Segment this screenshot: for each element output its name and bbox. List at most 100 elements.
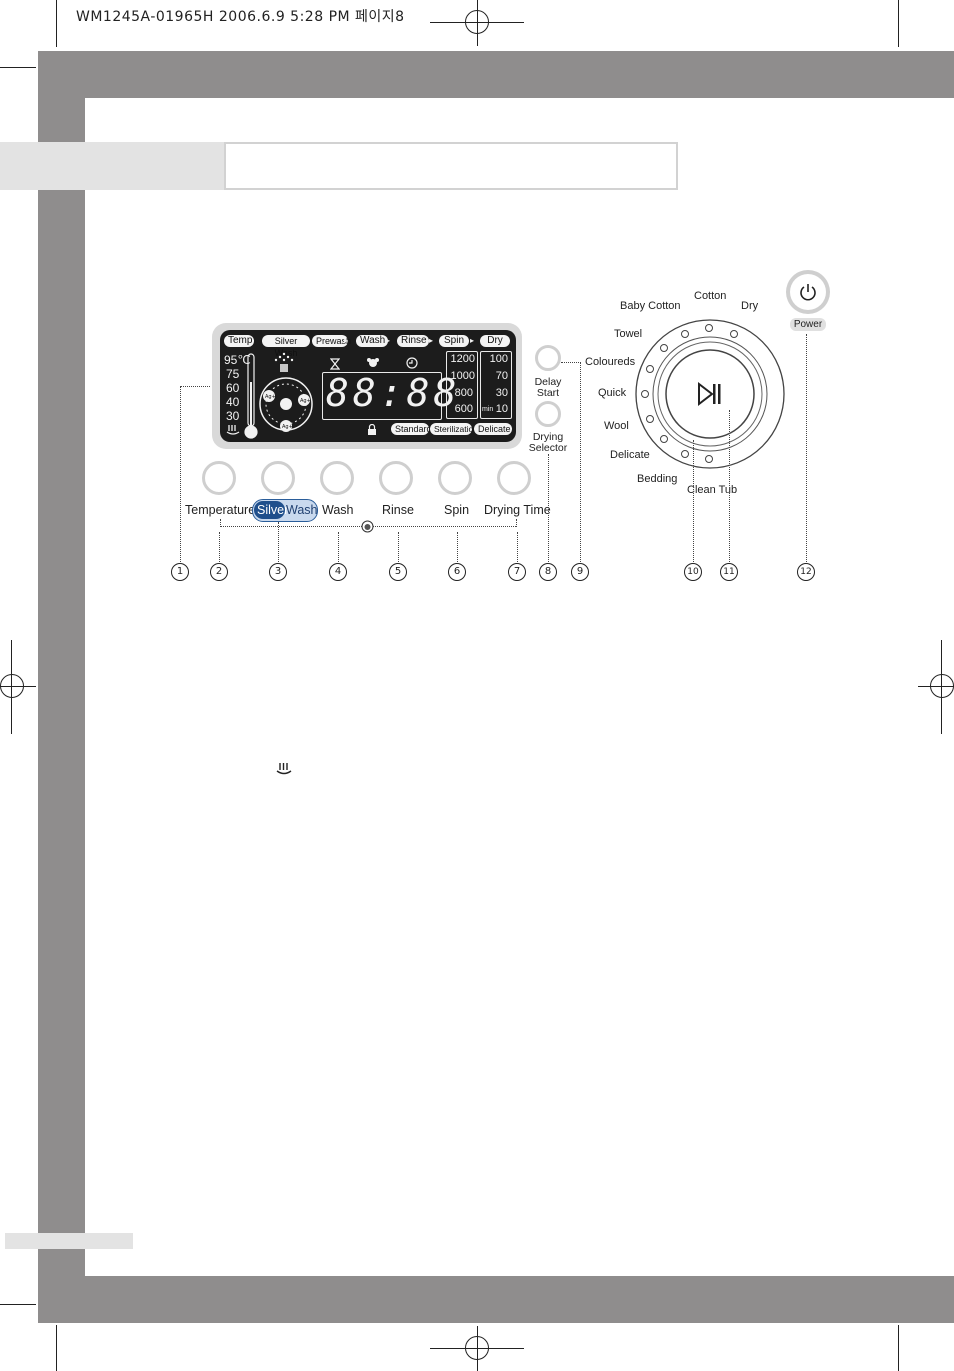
temp-30: 30 [226, 409, 240, 423]
spin-button[interactable] [438, 461, 472, 495]
wash-button[interactable] [320, 461, 354, 495]
program-baby-cotton: Baby Cotton [620, 300, 681, 312]
spin-speed-box [446, 351, 478, 419]
leader-5 [398, 532, 399, 562]
rinse-label: Rinse [382, 503, 414, 517]
callout-2: 2 [210, 563, 228, 581]
drying-selector-button[interactable] [535, 401, 561, 427]
callout-10: 10 [684, 563, 702, 581]
dial-dot [646, 415, 654, 423]
stage-temp: Temp [224, 335, 254, 347]
svg-text:Ag+: Ag+ [265, 394, 276, 400]
leader-9 [561, 362, 581, 363]
silver-wash-label: Wash [286, 503, 318, 517]
dry-30: 30 [495, 387, 508, 399]
thermometer-icon [244, 353, 258, 439]
silver-wash-icon: Ag+ Ag+ Ag+ [259, 352, 313, 432]
dial-dot [660, 344, 668, 352]
stage-dry: Dry [480, 335, 510, 347]
program-dial[interactable] [634, 318, 786, 470]
registration-mark [930, 674, 954, 698]
arrow-icon: ▸ [344, 336, 349, 345]
rinse-button[interactable] [379, 461, 413, 495]
drying-time-label: Drying Time [484, 503, 551, 517]
leader-6 [457, 532, 458, 562]
program-clean-tub: Clean Tub [687, 484, 738, 496]
dry-100: 100 [489, 353, 508, 365]
crop-mark [56, 0, 57, 47]
arrow-icon: ▸ [386, 336, 391, 345]
program-quick: Quick [598, 387, 627, 399]
program-wool: Wool [604, 420, 629, 432]
power-label-pill [790, 318, 826, 331]
dry-unit: min [482, 406, 494, 413]
temperature-button[interactable] [202, 461, 236, 495]
leader-10 [693, 440, 694, 562]
leader-12 [806, 334, 807, 562]
clock-icon [406, 357, 418, 369]
dry-10: 10 [495, 403, 508, 415]
page-number-tab [5, 1233, 133, 1249]
crop-mark [56, 1325, 57, 1371]
mode-standard: Standard [391, 423, 432, 435]
time-digits: 88:88 [326, 371, 461, 415]
callout-4: 4 [329, 563, 347, 581]
callout-7: 7 [508, 563, 526, 581]
stage-spin: Spin [439, 335, 469, 347]
callout-3: 3 [269, 563, 287, 581]
callout-12: 12 [797, 563, 815, 581]
stage-silver-wash: Silver Wash [262, 335, 310, 358]
callout-11: 11 [720, 563, 738, 581]
bracket-end [516, 519, 517, 527]
callout-9: 9 [571, 563, 589, 581]
leader-3 [278, 522, 279, 562]
digit-window [322, 372, 442, 420]
dial-dot [641, 390, 649, 398]
page-frame-top [38, 51, 954, 98]
program-delicate: Delicate [610, 449, 650, 461]
temp-60: 60 [226, 381, 240, 395]
drying-time-box [480, 351, 512, 419]
dial-dot [730, 330, 738, 338]
svg-text:Ag+: Ag+ [300, 398, 311, 404]
leader-11 [729, 410, 730, 562]
dial-dot [646, 365, 654, 373]
print-header: WM1245A-01965H 2006.6.9 5:28 PM 페이지8 [76, 9, 405, 25]
lock-icon [368, 424, 376, 435]
dial-dot [705, 324, 713, 332]
registration-mark [465, 10, 489, 34]
wash-label: Wash [322, 503, 354, 517]
program-cotton: Cotton [694, 290, 727, 302]
leader-8 [548, 454, 549, 562]
leader-1 [180, 386, 210, 387]
dry-70: 70 [495, 370, 508, 382]
drying-time-button[interactable] [497, 461, 531, 495]
dial-dot [681, 450, 689, 458]
page-frame-left [38, 51, 85, 1323]
dial-dot [660, 435, 668, 443]
mode-sterilization: Sterilization [430, 423, 478, 435]
registration-mark [0, 674, 24, 698]
silver-wash-button[interactable] [261, 461, 295, 495]
silver-badge-fill [254, 501, 285, 519]
play-pause-icon[interactable] [696, 381, 724, 407]
spin-600: 600 [454, 403, 473, 415]
leader-7 [517, 532, 518, 562]
hand-wash-icon [276, 763, 292, 775]
child-lock-icon [361, 520, 374, 533]
crop-mark [898, 0, 899, 47]
title-tab [0, 142, 224, 190]
delay-start-button[interactable] [535, 345, 561, 371]
crop-mark [0, 1304, 36, 1305]
delay-start-label: Delay Start [534, 376, 562, 399]
drying-selector-label: Drying Selector [528, 431, 568, 454]
power-icon[interactable] [797, 281, 819, 303]
temperature-label: Temperature [185, 503, 256, 517]
callout-5: 5 [389, 563, 407, 581]
temp-95: 95℃ [224, 353, 251, 367]
title-box [224, 142, 678, 190]
stage-rinse: Rinse [397, 335, 429, 347]
baby-care-icon [367, 358, 379, 367]
callout-8: 8 [539, 563, 557, 581]
arrow-icon: ▸ [429, 336, 434, 345]
